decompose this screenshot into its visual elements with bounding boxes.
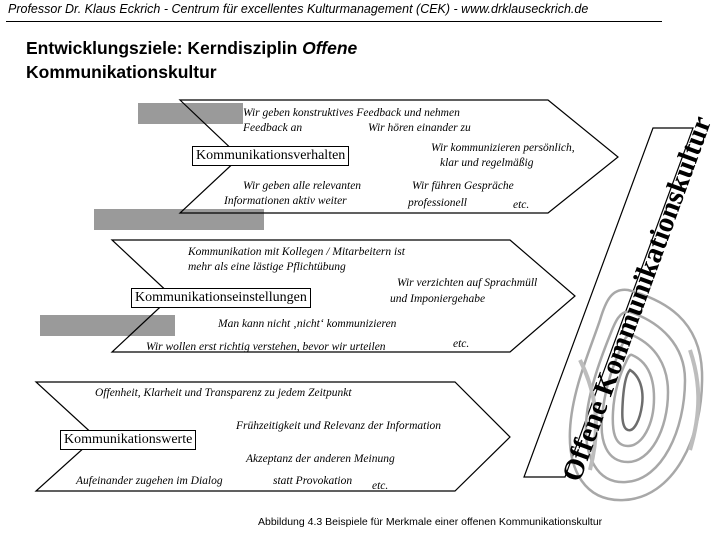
shadow-bar-1: [138, 103, 243, 124]
arrow1-item-7: Informationen aktiv weiter: [224, 194, 347, 208]
arrow1-item-3: Wir hören einander zu: [368, 121, 471, 135]
arrow3-item-2: Frühzeitigkeit und Relevanz der Informat…: [236, 419, 441, 433]
arrow3-item-5: statt Provokation: [273, 474, 352, 488]
arrow1-item-4: Wir kommunizieren persönlich,: [431, 141, 575, 155]
arrow3-item-3: Akzeptanz der anderen Meinung: [246, 452, 395, 466]
arrow1-item-5: klar und regelmäßig: [440, 156, 533, 170]
arrow1-item-1: Wir geben konstruktives Feedback und neh…: [243, 106, 460, 120]
arrow1-item-8: Wir führen Gespräche: [412, 179, 514, 193]
arrow1-category-label: Kommunikationsverhalten: [192, 146, 349, 166]
arrow2-item-4: und Imponiergehabe: [390, 292, 485, 306]
arrow1-item-10: etc.: [513, 198, 529, 212]
arrow2-item-2: mehr als eine lästige Pflichtübung: [188, 260, 346, 274]
arrow3-category-label: Kommunikationswerte: [60, 430, 196, 450]
arrow2-item-5: Man kann nicht ‚nicht‘ kommunizieren: [218, 317, 396, 331]
arrow3-item-6: etc.: [372, 479, 388, 493]
shadow-bar-2: [94, 209, 264, 230]
arrow2-category-label: Kommunikationseinstellungen: [131, 288, 311, 308]
arrow2-item-6: Wir wollen erst richtig verstehen, bevor…: [146, 340, 386, 354]
figure-caption: Abbildung 4.3 Beispiele für Merkmale ein…: [258, 516, 602, 528]
arrow3-item-1: Offenheit, Klarheit und Transparenz zu j…: [95, 386, 352, 400]
arrow1-item-9: professionell: [408, 196, 467, 210]
arrow2-item-1: Kommunikation mit Kollegen / Mitarbeiter…: [188, 245, 405, 259]
arrow2-item-3: Wir verzichten auf Sprachmüll: [397, 276, 537, 290]
shadow-bar-3: [40, 315, 175, 336]
arrow2-item-7: etc.: [453, 337, 469, 351]
arrow1-item-6: Wir geben alle relevanten: [243, 179, 361, 193]
arrow1-item-2: Feedback an: [243, 121, 302, 135]
arrow3-item-4: Aufeinander zugehen im Dialog: [76, 474, 223, 488]
